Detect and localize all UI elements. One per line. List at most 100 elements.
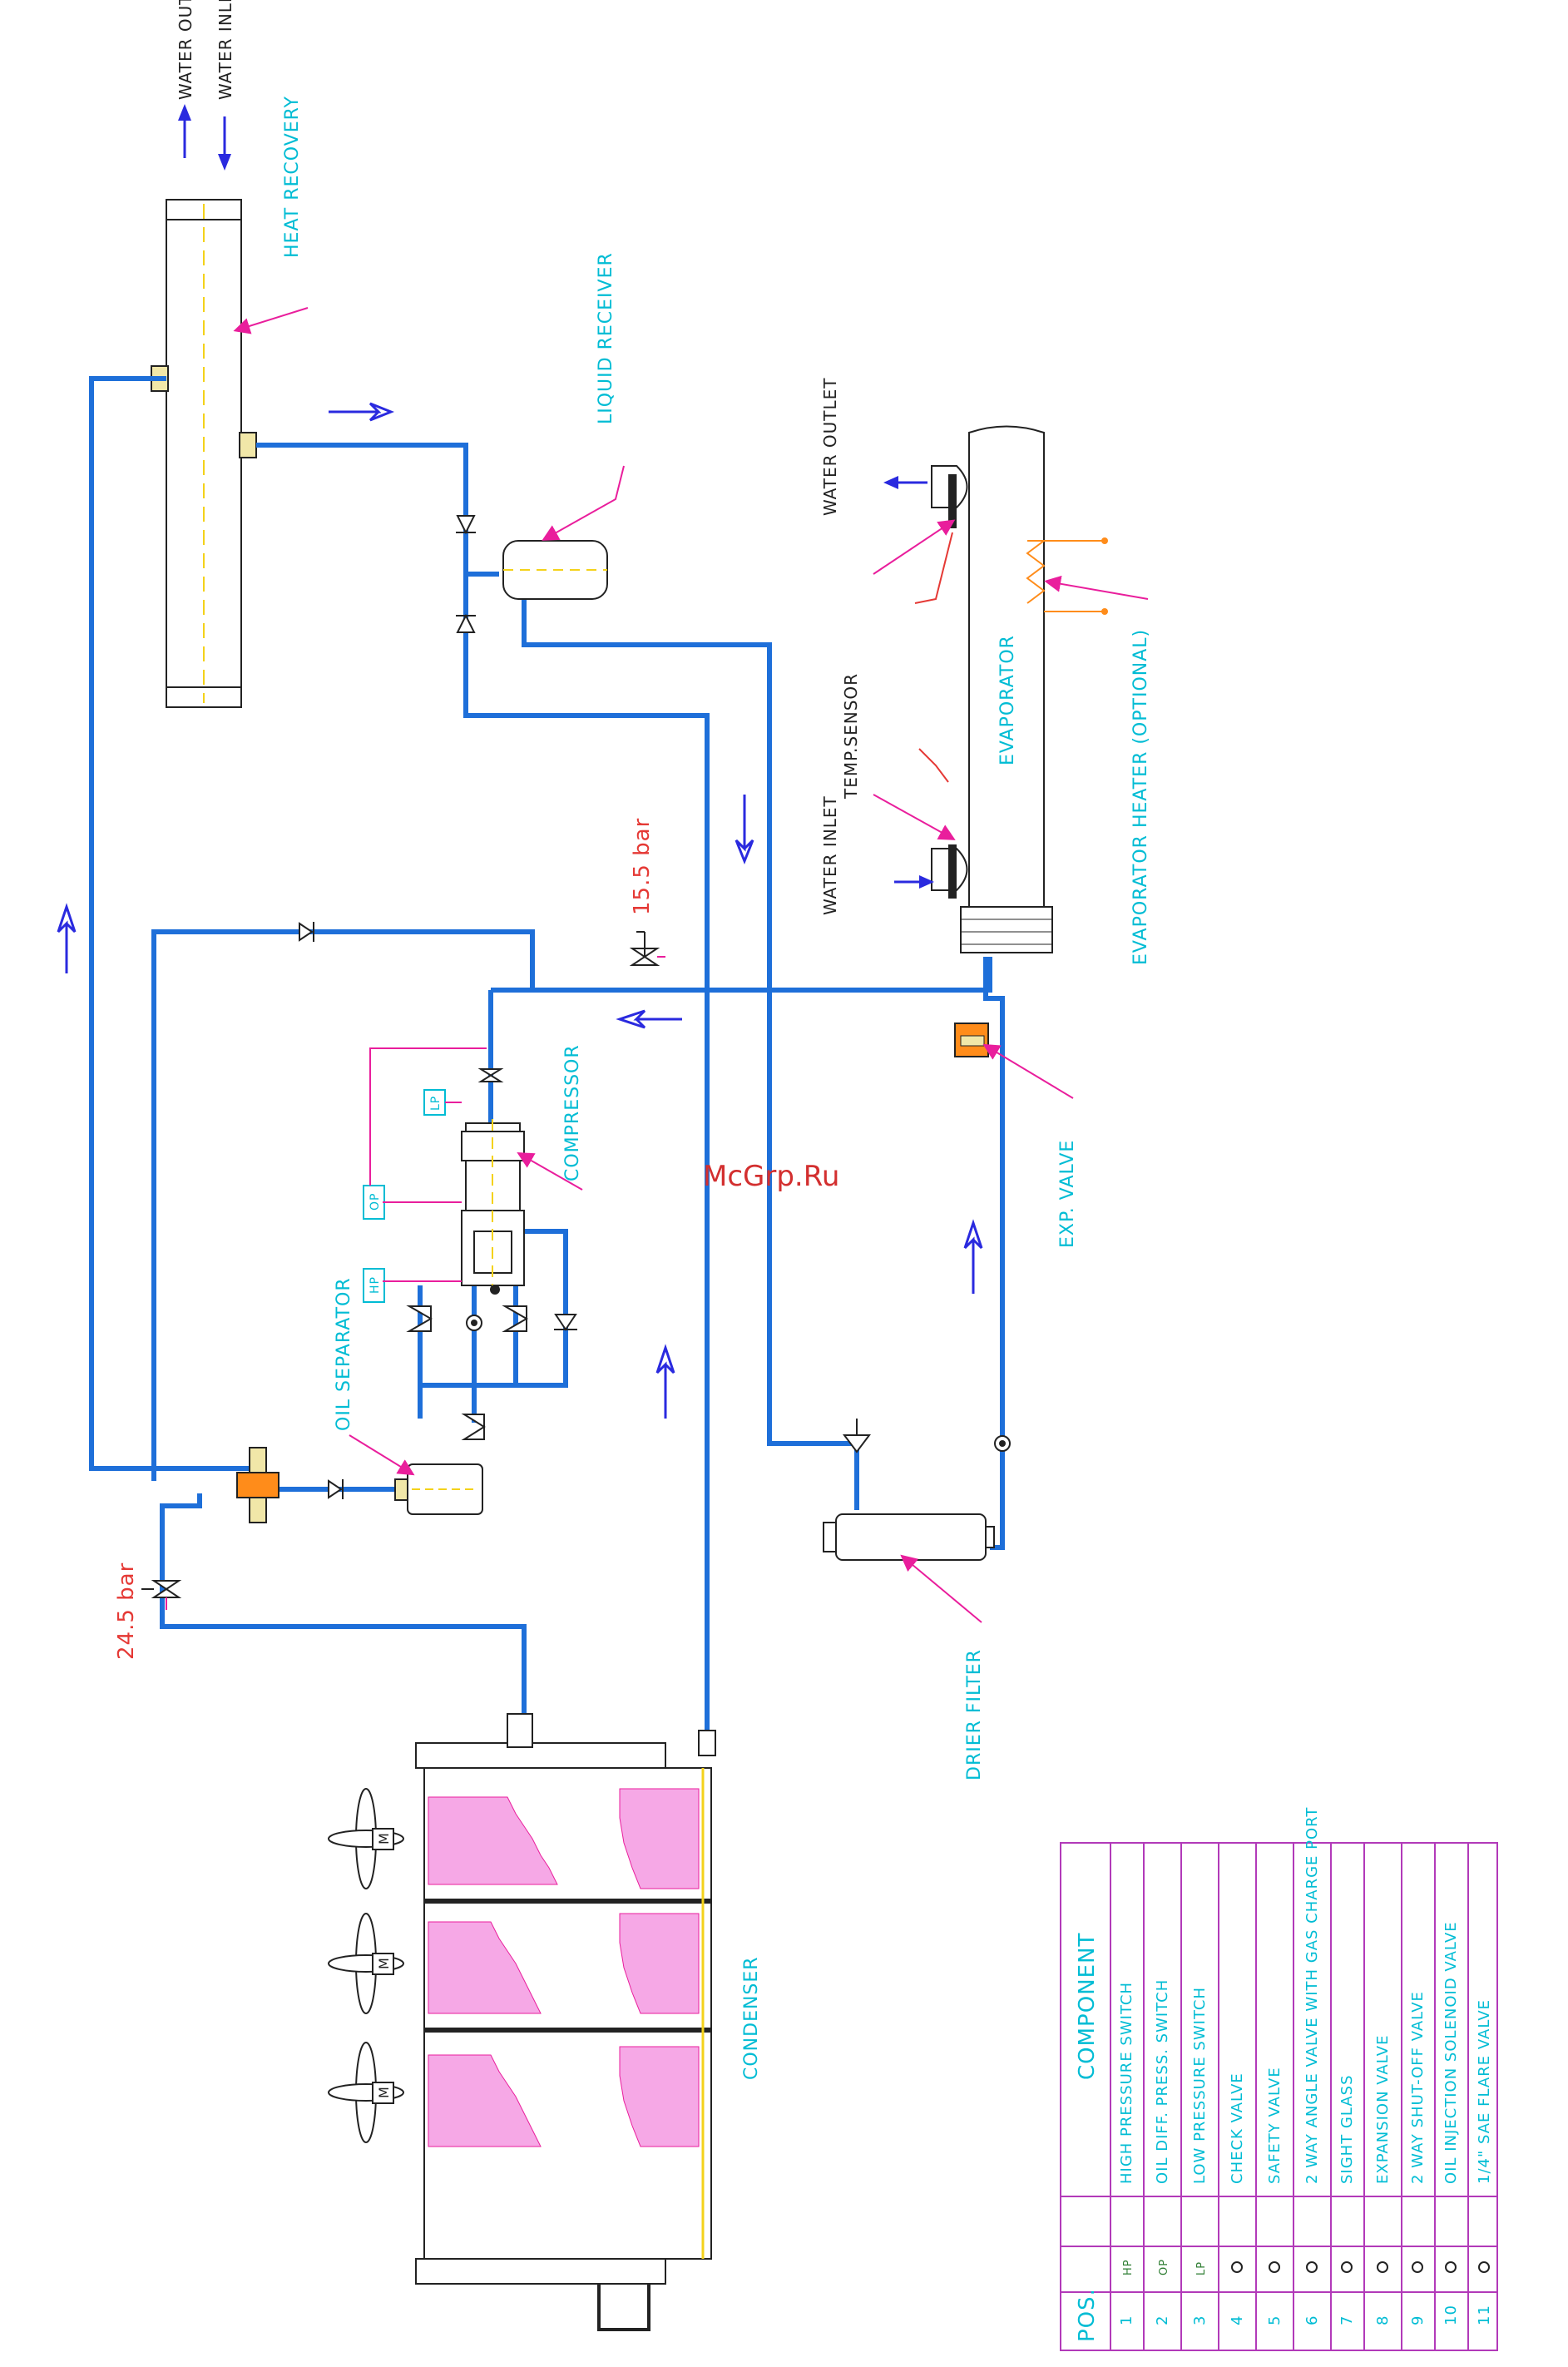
discharge-valve-right [502, 1305, 529, 1332]
svg-text:M: M [376, 1957, 392, 1969]
evap-water-outlet-arrow [883, 476, 927, 489]
water-inlet-arrow-top [218, 116, 231, 171]
legend-pos-11: 11 [1476, 2305, 1493, 2325]
pressure-low-label: 15.5 bar [630, 818, 655, 915]
discharge-valve-left [406, 1305, 433, 1332]
sight-glass-liquid [994, 1435, 1011, 1452]
check-valve-comp [554, 1314, 577, 1331]
legend-component-11: 1/4" SAE FLARE VALVE [1476, 1999, 1493, 2184]
condenser-fan-3: M [328, 2042, 404, 2143]
condenser [415, 1713, 716, 2331]
legend-header-component: COMPONENT [1075, 1933, 1100, 2080]
flow-arrow-3 [735, 795, 754, 865]
expansion-valve [954, 1023, 989, 1057]
legend-component-1: HIGH PRESSURE SWITCH [1118, 1982, 1135, 2184]
legend-component-9: 2 WAY SHUT-OFF VALVE [1409, 1991, 1427, 2184]
legend-component-2: OIL DIFF. PRESS. SWITCH [1154, 1979, 1171, 2184]
evaporator-heater-label: EVAPORATOR HEATER (OPTIONAL) [1130, 629, 1151, 965]
svg-text:M: M [376, 2086, 392, 2098]
legend-pos-10: 10 [1442, 2305, 1460, 2325]
heat-recovery-label: HEAT RECOVERY [282, 96, 303, 258]
lp-switch: LP [423, 1089, 446, 1116]
check-valve-receiver-1 [456, 515, 476, 535]
evaporator-label: EVAPORATOR [997, 635, 1018, 765]
legend-symbol-1: HP [1122, 2259, 1135, 2275]
legend-component-8: EXPANSION VALVE [1374, 2035, 1392, 2185]
pipework [89, 376, 1005, 1739]
legend-symbol-icon-5 [1269, 2261, 1280, 2273]
svg-text:HP: HP [369, 1276, 382, 1294]
pressure-high-label: 24.5 bar [114, 1562, 139, 1660]
svg-text:OP: OP [369, 1193, 382, 1211]
legend-component-10: OIL INJECTION SOLENOID VALVE [1442, 1921, 1460, 2184]
check-valve-receiver-2 [456, 613, 476, 633]
legend-symbol-icon-8 [1377, 2261, 1388, 2273]
legend-symbol-icon-11 [1478, 2261, 1490, 2273]
liquid-receiver [502, 540, 608, 600]
legend-symbol-2: OP [1158, 2259, 1170, 2275]
legend-pos-6: 6 [1303, 2315, 1321, 2325]
legend-pos-7: 7 [1338, 2315, 1356, 2325]
temp-sensor-label: TEMP.SENSOR [841, 673, 861, 800]
discharge-junction [236, 1447, 279, 1523]
safety-valve-low [629, 931, 665, 966]
legend-pos-1: 1 [1118, 2315, 1135, 2325]
oil-line-valve [461, 1414, 486, 1440]
legend-component-7: SIGHT GLASS [1338, 2075, 1356, 2185]
oil-separator-label: OIL SEPARATOR [334, 1277, 354, 1431]
sight-glass-comp [466, 1315, 482, 1331]
legend-component-3: LOW PRESSURE SWITCH [1191, 1987, 1209, 2184]
legend-table [1060, 1842, 1498, 2351]
legend-pos-4: 4 [1229, 2315, 1246, 2325]
evap-water-outlet-label: WATER OUTLET [820, 377, 840, 516]
drier-filter [823, 1513, 995, 1561]
hp-switch: HP [363, 1268, 385, 1303]
legend-pos-2: 2 [1154, 2315, 1171, 2325]
legend-pos-5: 5 [1266, 2315, 1284, 2325]
safety-valve-high [141, 1580, 182, 1610]
suction-shutoff-valve [477, 1068, 504, 1082]
legend-pos-3: 3 [1191, 2315, 1209, 2325]
condenser-label: CONDENSER [741, 1956, 762, 2080]
legend-component-4: CHECK VALVE [1229, 2072, 1246, 2184]
liquid-receiver-label: LIQUID RECEIVER [596, 252, 616, 424]
legend-symbol-icon-6 [1306, 2261, 1318, 2273]
check-valve-upper-loop [299, 922, 314, 942]
water-outlet-top-label: WATER OUTLET [176, 0, 195, 100]
angle-valve-drier [843, 1419, 871, 1453]
condenser-fan-2: M [328, 1913, 404, 2014]
evaporator [914, 425, 1108, 953]
compressor-label: COMPRESSOR [562, 1044, 583, 1181]
svg-text:LP: LP [429, 1096, 443, 1111]
legend-pos-9: 9 [1409, 2315, 1427, 2325]
compressor [461, 1119, 525, 1295]
legend-symbol-icon-7 [1341, 2261, 1353, 2273]
heat-recovery-unit [151, 199, 257, 708]
legend-symbol-icon-10 [1445, 2261, 1457, 2273]
legend-symbol-icon-9 [1412, 2261, 1423, 2273]
water-inlet-top-label: WATER INLET [215, 0, 235, 100]
oil-separator [394, 1463, 483, 1515]
flow-arrow-5 [655, 1344, 675, 1419]
watermark-text: McGrp.Ru [703, 1160, 839, 1193]
condenser-fan-1: M [328, 1788, 404, 1889]
legend-component-6: 2 WAY ANGLE VALVE WITH GAS CHARGE PORT [1303, 1807, 1321, 2184]
flow-arrow-6 [963, 1219, 983, 1294]
exp-valve-label: EXP. VALVE [1057, 1140, 1078, 1248]
legend-symbol-3: LP [1195, 2261, 1208, 2275]
op-switch: OP [363, 1185, 385, 1220]
legend-header-pos: POS. [1075, 2288, 1100, 2342]
flow-arrow-1 [329, 402, 395, 422]
legend-pos-8: 8 [1374, 2315, 1392, 2325]
evap-water-inlet-arrow [894, 875, 934, 889]
legend-rows: 1 HP HIGH PRESSURE SWITCH 2 OP OIL DIFF. PRES… [1118, 1807, 1493, 2325]
flow-arrow-2 [57, 903, 77, 973]
legend-symbol-icon-4 [1231, 2261, 1243, 2273]
check-valve-oilsep [328, 1479, 344, 1499]
flow-arrow-4 [616, 1009, 682, 1029]
svg-text:M: M [376, 1832, 392, 1845]
drier-filter-label: DRIER FILTER [964, 1649, 985, 1780]
evap-water-inlet-label: WATER INLET [820, 795, 840, 915]
water-outlet-arrow-top [178, 104, 191, 158]
